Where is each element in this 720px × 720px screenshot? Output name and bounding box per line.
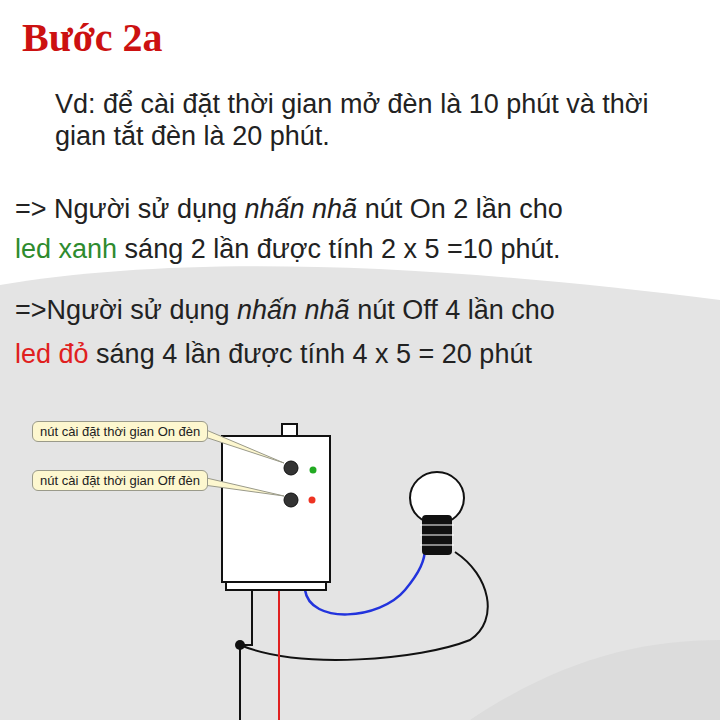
green-led [310, 467, 317, 474]
ground-wave [470, 640, 720, 720]
instruction-text: nút On 2 lần cho [365, 194, 563, 224]
device-box [222, 436, 330, 582]
instruction-text: =>Người sử dụng [15, 295, 229, 325]
instruction-text: nút Off 4 lần cho [357, 295, 555, 325]
callout-text: nút cài đặt thời gian Off đèn [40, 473, 200, 488]
text-line: =>Người sử dụng nhấn nhã nút Off 4 lần c… [15, 294, 715, 326]
instruction-text: sáng 2 lần được tính 2 x 5 =10 phút. [125, 234, 561, 264]
instruction-text: nhấn nhã [237, 295, 350, 325]
text-line: led xanh sáng 2 lần được tính 2 x 5 =10 … [15, 233, 715, 265]
callout-box: nút cài đặt thời gian On đèn [32, 421, 208, 442]
instruction-text: nhấn nhã [245, 194, 358, 224]
socket-ring [420, 525, 454, 545]
callout-tail [200, 477, 284, 497]
instruction-text: sáng 4 lần được tính 4 x 5 = 20 phút [96, 339, 532, 369]
junction-dot [235, 640, 245, 650]
text-line: led đỏ sáng 4 lần được tính 4 x 5 = 20 p… [15, 338, 715, 370]
device-base [226, 582, 326, 590]
ground-wave [0, 266, 720, 720]
instruction-text: => Người sử dụng [15, 194, 237, 224]
instruction-text: led xanh [15, 234, 117, 264]
red-led [309, 497, 316, 504]
instruction-text: Vd: để cài đặt thời gian mở đèn là 10 ph… [55, 89, 648, 151]
callout-text: nút cài đặt thời gian On đèn [40, 424, 200, 439]
text-line: => Người sử dụng nhấn nhã nút On 2 lần c… [15, 193, 715, 225]
title: Bước 2a [22, 14, 163, 61]
off-button [284, 493, 298, 507]
on-button [284, 461, 298, 475]
instruction-text: led đỏ [15, 339, 89, 369]
wire [240, 590, 252, 720]
wire [278, 590, 280, 720]
text-line: Vd: để cài đặt thời gian mở đèn là 10 ph… [55, 88, 695, 153]
callout-tail [200, 428, 284, 464]
callout-box: nút cài đặt thời gian Off đèn [32, 470, 208, 491]
